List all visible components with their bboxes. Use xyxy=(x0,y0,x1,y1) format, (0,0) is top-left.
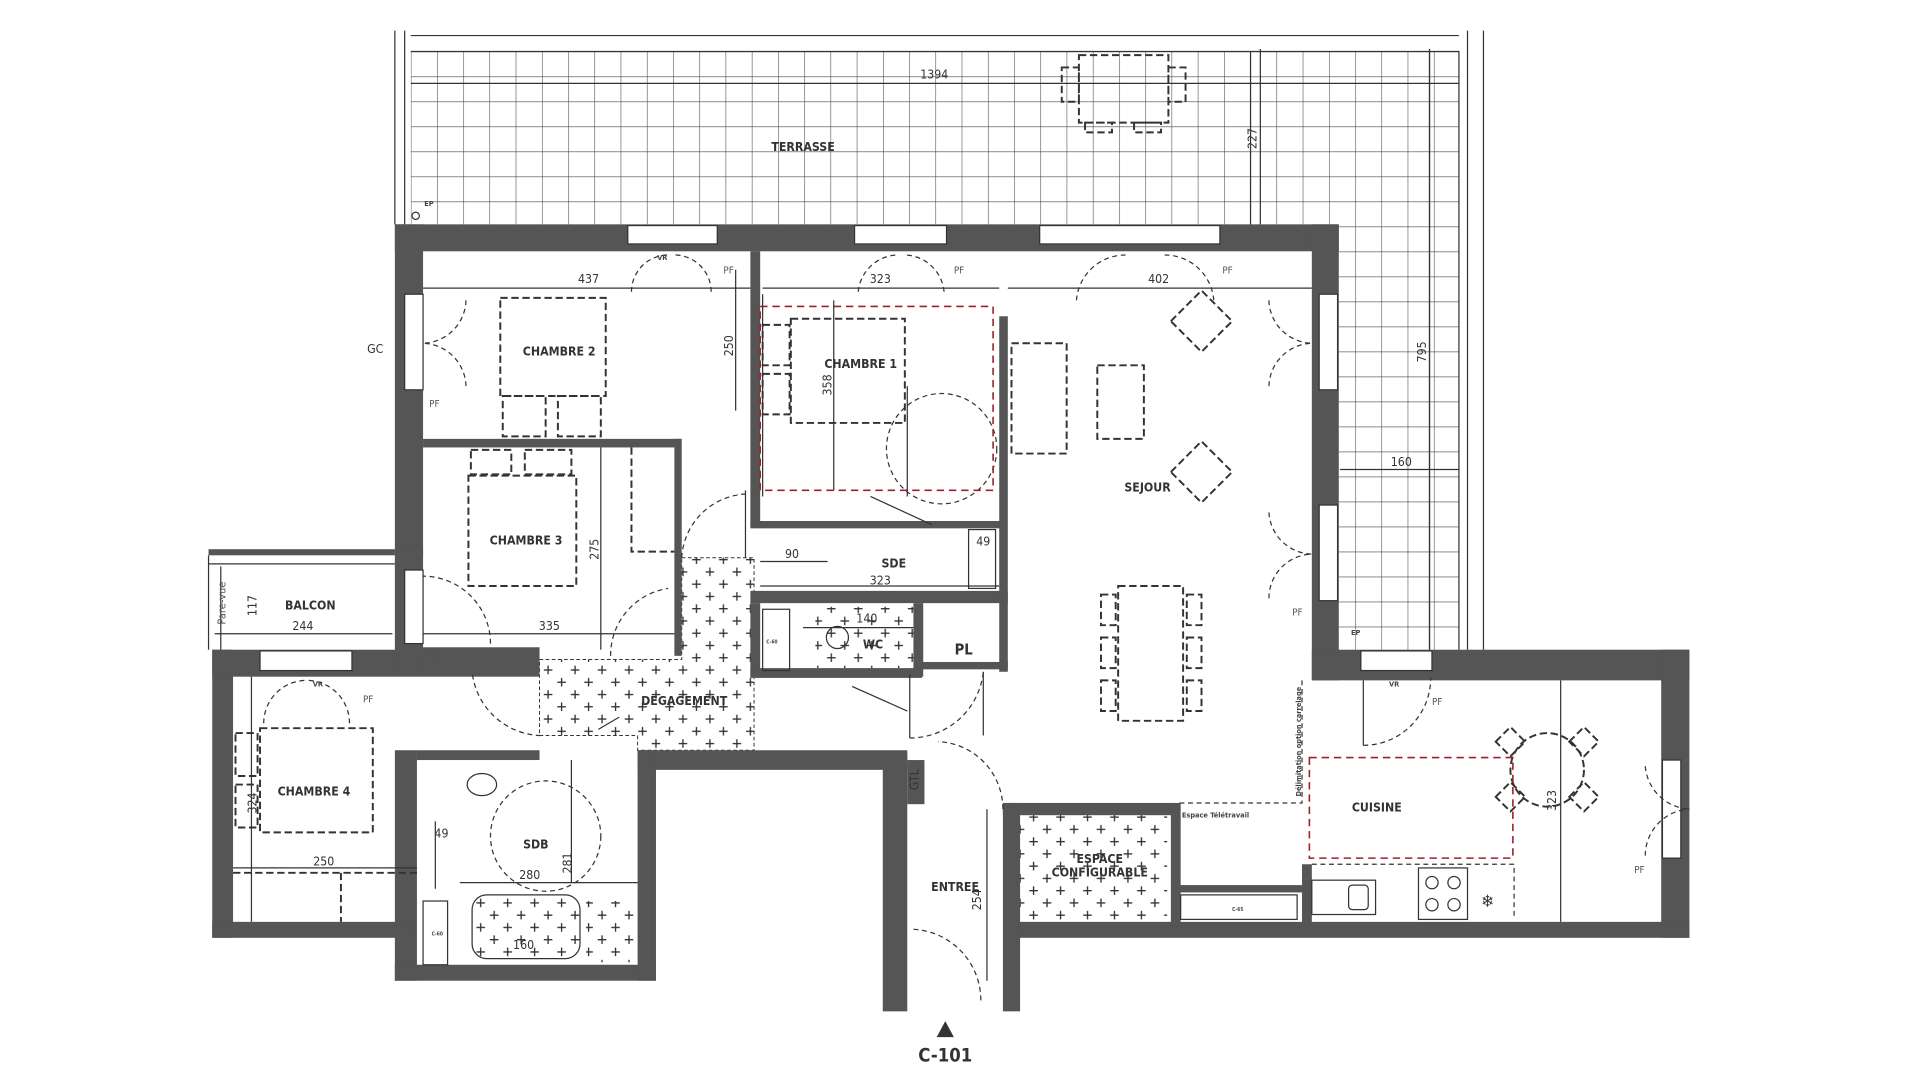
dim-terrasse-side-length: 795 xyxy=(1415,341,1429,362)
dim-chambre1-depth: 358 xyxy=(820,374,834,395)
furniture: ❄ xyxy=(233,289,1601,966)
room-sde: SDE xyxy=(881,557,906,571)
label-c65: C-65 xyxy=(1232,907,1243,913)
label-pf: PF xyxy=(429,399,439,410)
dim-sdb-depth: 281 xyxy=(560,853,574,874)
label-delimitation: Délimitation option carrelage xyxy=(1294,686,1303,796)
windows xyxy=(207,224,1682,859)
room-teletravail: Espace Télétravail xyxy=(1182,811,1249,820)
dim-chambre4-depth: 324 xyxy=(245,792,259,813)
dim-sde-width: 323 xyxy=(870,574,891,588)
room-balcon: BALCON xyxy=(285,598,336,612)
dim-bath-length: 160 xyxy=(513,938,534,952)
bed-chambre-4 xyxy=(234,727,374,834)
room-terrasse: TERRASSE xyxy=(771,140,834,154)
room-sejour: SEJOUR xyxy=(1124,481,1171,495)
label-pf: PF xyxy=(1432,697,1442,708)
dim-sdb-basin: 49 xyxy=(434,826,448,840)
bed-chambre-3 xyxy=(467,448,578,587)
label-gtl: GTL xyxy=(907,768,921,790)
room-chambre-4: CHAMBRE 4 xyxy=(278,785,351,799)
dim-sdb-width: 280 xyxy=(519,868,540,882)
dim-chambre2-width: 437 xyxy=(578,272,599,286)
dim-terrasse-side-width: 160 xyxy=(1391,455,1412,469)
toilet-icon xyxy=(825,625,850,650)
room-chambre-2: CHAMBRE 2 xyxy=(523,345,596,359)
entry-arrow-icon xyxy=(936,1021,954,1038)
label-c60: C-60 xyxy=(432,931,443,937)
room-degagement: DEGAGEMENT xyxy=(641,694,728,708)
label-vr: VR xyxy=(1389,679,1399,688)
label-pf: PF xyxy=(363,694,373,705)
room-cuisine: CUISINE xyxy=(1352,801,1402,815)
room-espace-configurable: ESPACE xyxy=(1076,852,1123,866)
sofa xyxy=(1010,342,1145,455)
dining-table xyxy=(1099,584,1203,722)
dim-cuisine-depth: 323 xyxy=(1545,790,1559,811)
label-pf: PF xyxy=(1292,607,1302,618)
label-vr: VR xyxy=(313,679,323,688)
label-gc: GC xyxy=(367,342,384,356)
round-table xyxy=(1509,732,1585,808)
dim-terrasse-width: 1394 xyxy=(920,67,948,81)
label-pf: PF xyxy=(1222,265,1232,276)
doors xyxy=(263,254,1690,1001)
label-ep: EP xyxy=(424,199,434,208)
dim-terrasse-depth: 227 xyxy=(1246,128,1260,149)
cooktop-icon xyxy=(1417,867,1469,921)
entry-marker: C-101 xyxy=(918,1021,972,1067)
espace-configurable-floor xyxy=(1017,809,1168,922)
annotations: GC PF PF PF PF PF PF PF PF PF VR VR VR E… xyxy=(216,199,1645,937)
dimensions: 1394 227 795 160 437 250 323 358 402 335… xyxy=(214,51,1562,981)
dim-chambre4-width: 250 xyxy=(313,854,334,868)
sink-icon xyxy=(1311,879,1377,916)
dim-sde-shower: 90 xyxy=(785,547,799,561)
terrace xyxy=(394,30,1485,650)
dim-sejour-width: 402 xyxy=(1148,272,1169,286)
plan-reference: C-101 xyxy=(918,1046,972,1067)
dim-chambre2-depth: 250 xyxy=(722,335,736,356)
label-pare-vue: Pare-vue xyxy=(216,582,229,625)
bed-chambre-2 xyxy=(499,296,607,438)
hatched-areas xyxy=(471,557,1168,963)
dim-balcon-depth: 117 xyxy=(245,595,259,616)
label-pf: PF xyxy=(429,652,439,663)
room-sdb: SDB xyxy=(523,837,549,851)
dim-sde-basin: 49 xyxy=(976,535,990,549)
dim-entree-depth: 254 xyxy=(970,889,984,910)
dim-chambre3-width: 335 xyxy=(539,619,560,633)
room-chambre-1: CHAMBRE 1 xyxy=(824,357,897,371)
label-pf: PF xyxy=(723,265,733,276)
armchairs xyxy=(1169,289,1234,504)
room-chambre-3: CHAMBRE 3 xyxy=(490,533,563,547)
room-entree: ENTREE xyxy=(931,880,979,894)
bed-chambre-1 xyxy=(761,317,906,424)
label-c60: C-60 xyxy=(766,640,777,646)
room-wc: WC xyxy=(863,637,883,651)
wc-floor xyxy=(815,606,920,669)
label-pf: PF xyxy=(1634,865,1644,876)
label-vr: VR xyxy=(657,253,667,262)
label-pf: PF xyxy=(954,265,964,276)
room-pl: PL xyxy=(955,642,974,659)
dim-chambre3-depth: 275 xyxy=(587,539,601,560)
dim-chambre1-width: 323 xyxy=(870,272,891,286)
label-ep: EP xyxy=(1351,628,1361,637)
fridge-icon: ❄ xyxy=(1481,892,1494,912)
room-espace-configurable-2: CONFIGURABLE xyxy=(1052,866,1148,880)
dim-wc-width: 140 xyxy=(856,612,877,626)
room-labels: TERRASSE CHAMBRE 2 CHAMBRE 1 CHAMBRE 3 S… xyxy=(278,140,1402,894)
dim-balcon-width: 244 xyxy=(292,619,313,633)
bath-floor xyxy=(471,894,581,960)
